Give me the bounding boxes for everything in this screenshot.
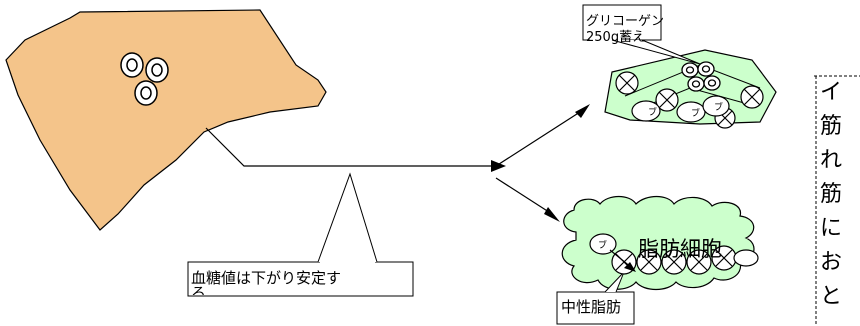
arrowhead-to-muscle xyxy=(575,104,590,118)
side-text-char-2: 筋 xyxy=(820,114,843,139)
side-text-box xyxy=(814,75,860,326)
fat-callout-label: 中性脂肪 xyxy=(561,298,622,316)
glycogen-callout-line1: グリコーゲン xyxy=(586,14,665,29)
blood-sugar-callout-line1: 血糖値は下がり安定す xyxy=(191,269,342,287)
glycogen-rings xyxy=(681,61,721,92)
glucose-label-muscle-1: ブ xyxy=(648,106,657,118)
fat-callout xyxy=(556,271,635,325)
glucose-circle-fat xyxy=(589,233,617,255)
liver-shape xyxy=(5,9,327,231)
glucose-rings-liver xyxy=(120,52,169,106)
arrowhead-mid xyxy=(491,160,506,172)
side-text-char-7: と xyxy=(820,284,843,309)
arrowhead-to-fat xyxy=(544,207,560,222)
side-text-char-6: お xyxy=(820,250,843,275)
side-text-char-3: れ xyxy=(820,148,843,173)
adipocyte-label: 脂肪細胞 xyxy=(638,237,722,261)
blood-sugar-callout xyxy=(187,172,414,297)
glucose-label-muscle-3: ブ xyxy=(714,101,723,113)
side-text-char-4: 筋 xyxy=(820,182,843,207)
glucose-label-muscle-2: ブ xyxy=(691,107,700,119)
glucose-label-fat: ブ xyxy=(598,239,607,251)
glucose-circles-muscle xyxy=(631,95,730,123)
side-text-char-1: イ xyxy=(820,80,843,105)
glycogen-callout xyxy=(582,4,701,65)
glucose-arrowhead-fat xyxy=(624,262,636,272)
blood-sugar-callout-line2: る xyxy=(191,286,207,295)
side-text-char-5: に xyxy=(820,216,843,241)
connector-lines xyxy=(205,111,581,215)
glycogen-callout-line2: 250g蓄え xyxy=(586,30,646,45)
